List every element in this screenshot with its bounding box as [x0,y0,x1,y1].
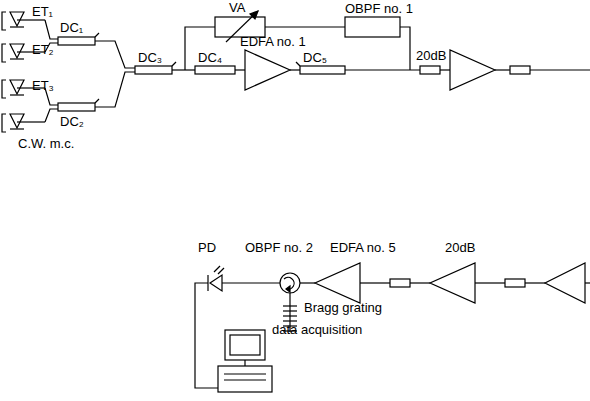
coupler-dc4 [195,66,235,74]
coupler-dc5 [300,66,345,74]
edfa-amplifier [545,263,585,303]
part-label: DC₁ [60,20,83,35]
fiber-span [390,279,410,287]
part-label: DC₂ [60,114,84,129]
part-label: EDFA no. 5 [330,240,396,255]
part-label: OBPF no. 2 [245,240,313,255]
part-label: PD [198,240,216,255]
part-label: 20dB [416,48,446,63]
computer-icon [218,330,272,392]
coupler-dc1 [58,37,95,45]
part-label: DC₃ [138,50,162,65]
part-label: data acquisition [272,322,362,337]
part-label: 20dB [445,240,475,255]
edfa-amplifier-5 [315,263,360,303]
attenuator-20db [420,66,440,74]
part-label: ET₂ [32,42,54,57]
laser-diode-stack [2,12,45,132]
part-label: ET₁ [32,4,53,19]
part-label: DC₄ [198,50,222,65]
edfa-amplifier-1 [245,50,290,90]
edfa-amplifier [450,50,495,90]
part-label: DC₅ [303,50,327,65]
part-label: OBPF no. 1 [345,1,413,16]
part-label: VA [229,0,245,15]
part-label: Bragg grating [304,300,382,315]
fiber-span [510,66,530,74]
bandpass-filter-1 [345,17,400,37]
part-label: ET₃ [32,78,54,93]
coupler-dc2 [58,103,95,111]
edfa-amplifier [430,263,475,303]
photodiode [208,266,224,291]
part-label: C.W. m.c. [18,136,74,151]
part-label: EDFA no. 1 [240,34,306,49]
attenuator-20db [505,279,525,287]
coupler-dc3 [135,66,172,74]
circulator [280,273,300,293]
